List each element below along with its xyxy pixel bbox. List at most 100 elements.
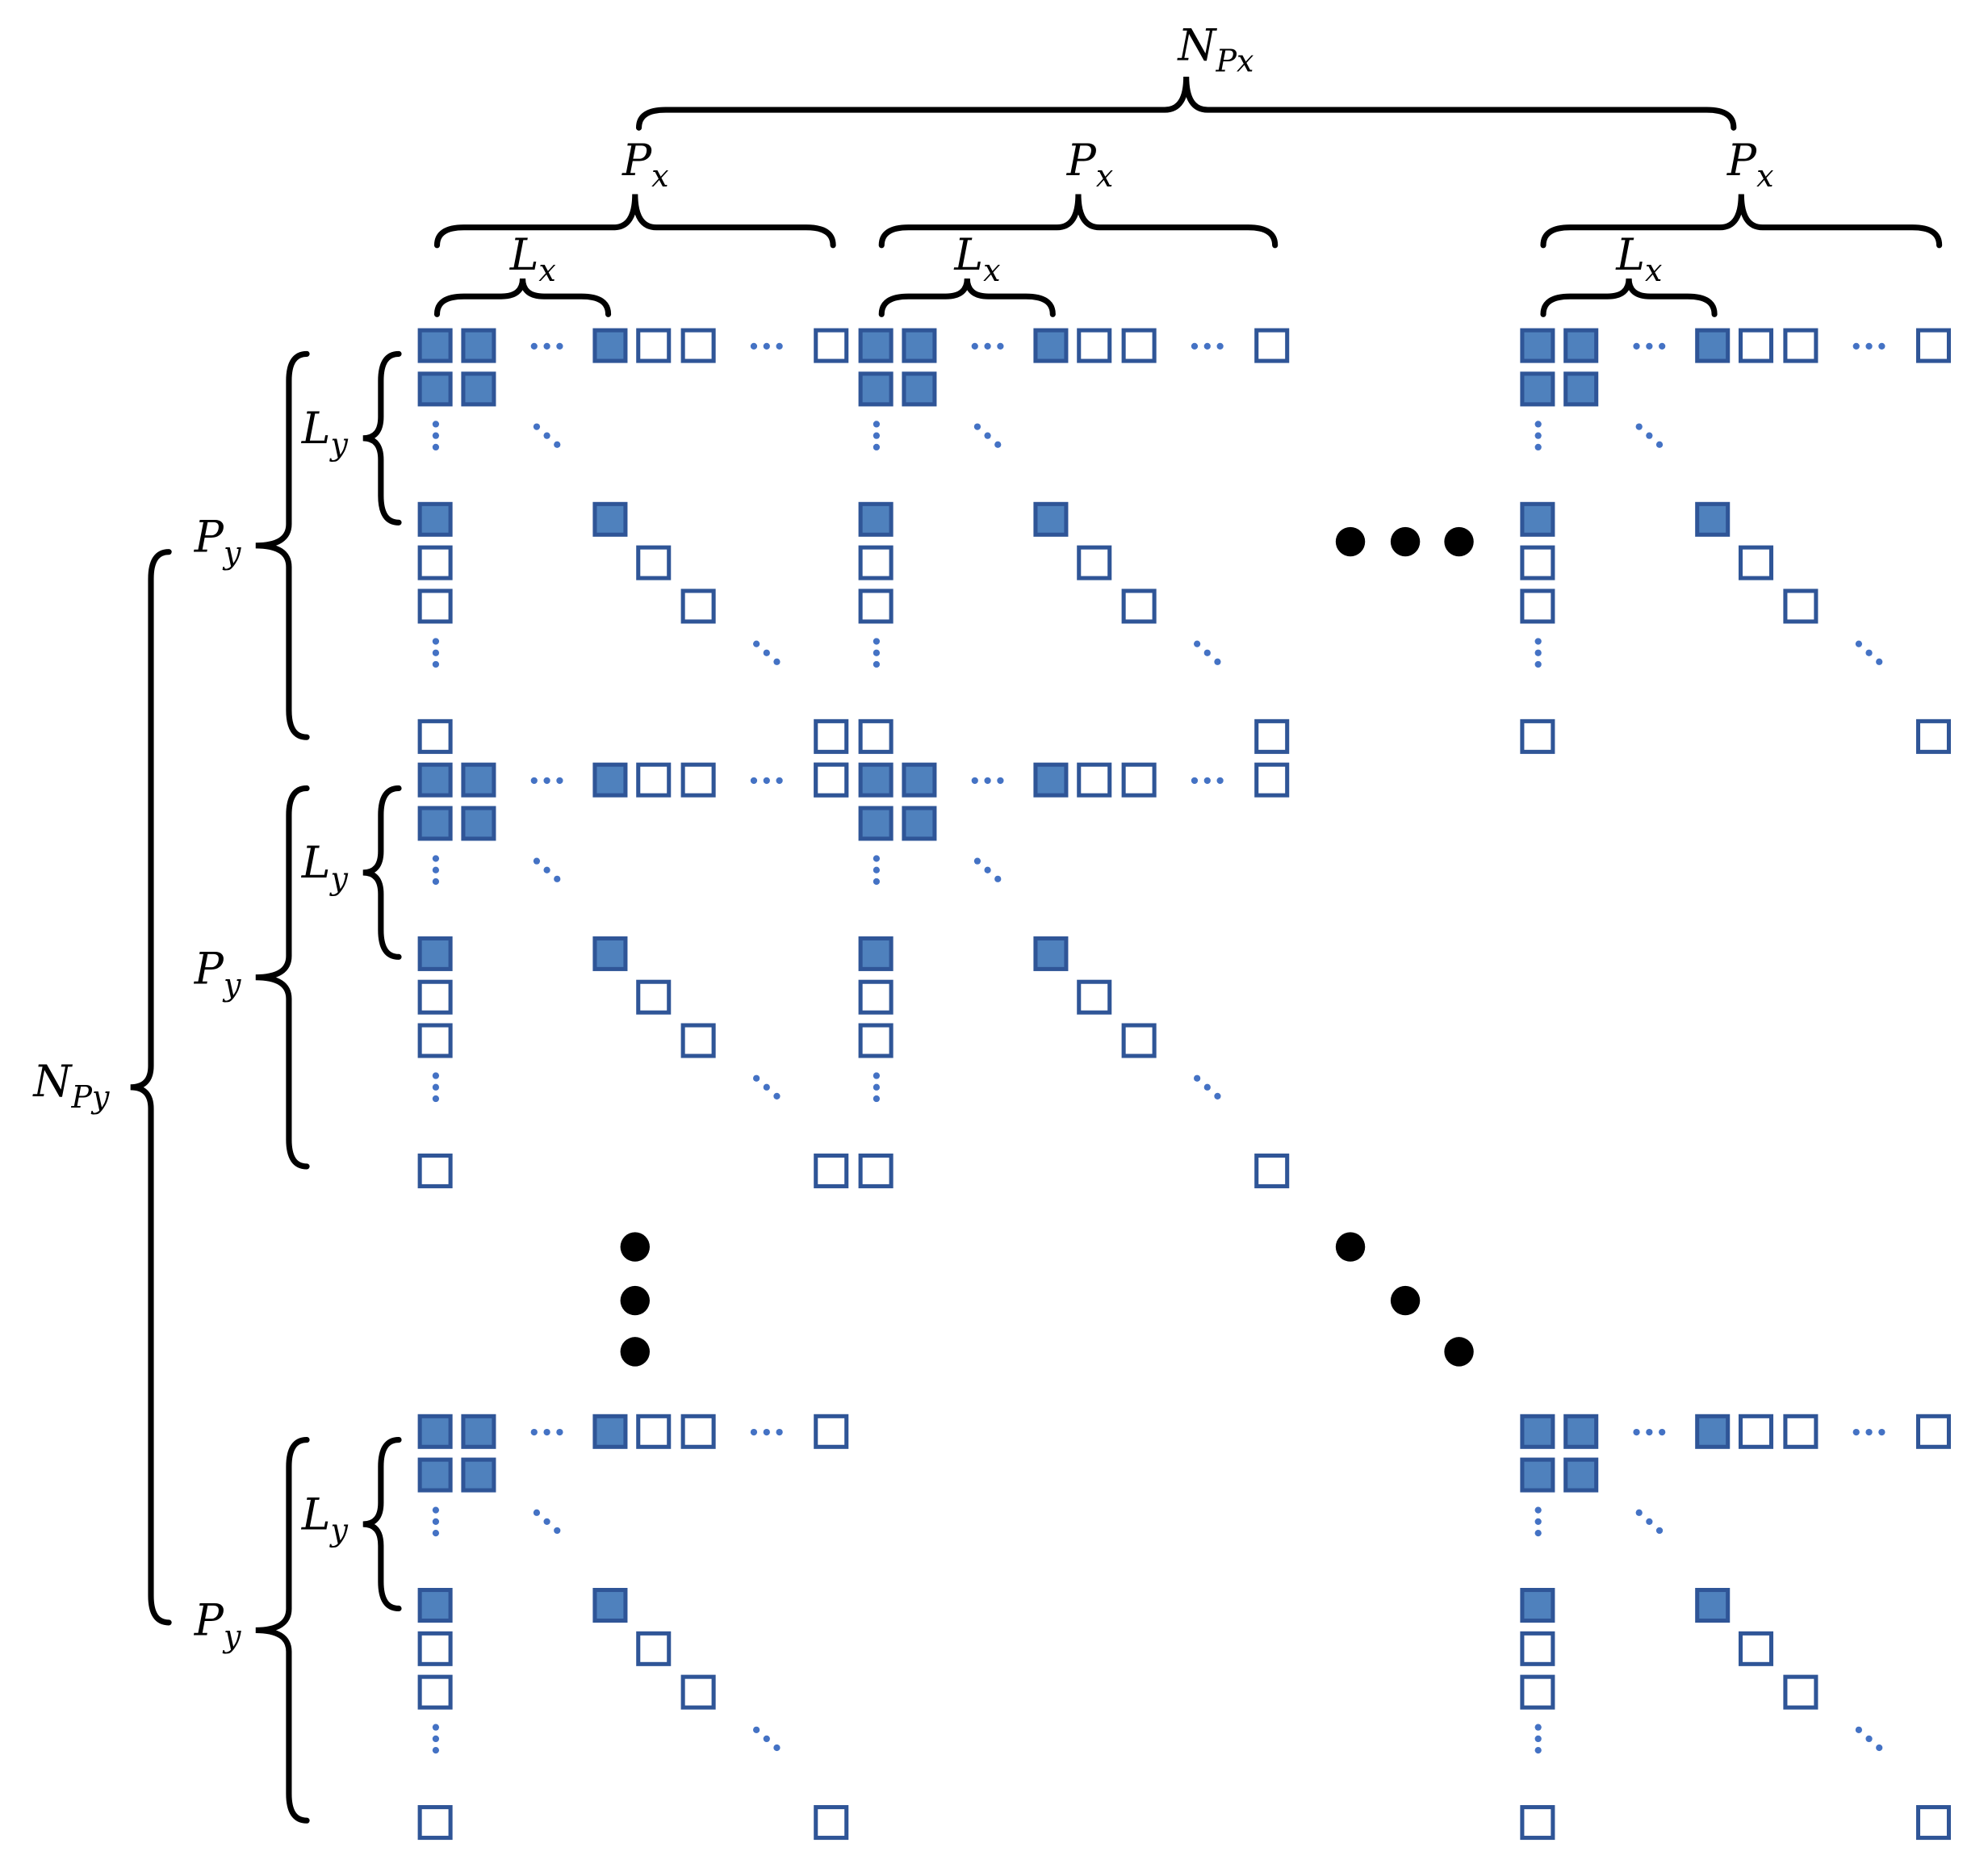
empty-cell (1915, 328, 1952, 363)
label-main: P (1066, 135, 1097, 186)
filled-cell (417, 501, 453, 537)
vertical-ellipsis-dot (432, 649, 440, 656)
label-main: P (194, 944, 224, 995)
lx-label: Lx (953, 229, 1000, 288)
filled-cell (1520, 328, 1555, 363)
filled-cell (417, 936, 453, 971)
filled-cell (1695, 501, 1731, 537)
empty-cell (636, 545, 672, 580)
empty-cell (1121, 328, 1157, 363)
filled-cell (592, 936, 628, 971)
horizontal-ellipsis-dot (1633, 1428, 1640, 1436)
vertical-ellipsis-dot (432, 443, 440, 451)
filled-cell (858, 936, 894, 971)
empty-cell (1783, 328, 1818, 363)
vertical-ellipsis-dot (432, 421, 440, 428)
horizontal-ellipsis-dot (1216, 342, 1224, 350)
empty-cell (636, 328, 672, 363)
py-brace (255, 1437, 310, 1824)
empty-cell (1121, 762, 1157, 798)
empty-cell (858, 545, 894, 580)
py-label: Py (194, 512, 241, 571)
empty-cell (1077, 762, 1112, 798)
lx-label: Lx (509, 229, 556, 288)
diagonal-ellipsis-dot (1214, 658, 1221, 665)
px-brace (433, 194, 836, 249)
filled-cell (1695, 1588, 1731, 1623)
diagonal-ellipsis-dot (1876, 658, 1883, 665)
horizontal-ellipsis-dot (1191, 777, 1199, 785)
filled-cell (858, 371, 894, 407)
vertical-ellipsis-dot (1534, 649, 1542, 656)
horizontal-ellipsis-dot (776, 342, 783, 350)
horizontal-ellipsis-dot (556, 1428, 563, 1436)
empty-cell (680, 328, 716, 363)
horizontal-ellipsis-dot (543, 1428, 550, 1436)
horizontal-ellipsis-dot (984, 342, 991, 350)
horizontal-ellipsis-dot (1646, 342, 1653, 350)
empty-cell (1520, 1805, 1555, 1841)
py-brace (255, 785, 310, 1170)
diagonal-ellipsis-dot (763, 1735, 770, 1743)
diagonal-ellipsis-dot (533, 857, 541, 865)
vertical-ellipsis-dot (1534, 443, 1542, 451)
ly-label: Ly (301, 1489, 349, 1548)
vertical-ellipsis-dot (432, 1095, 440, 1103)
diagonal-ellipsis-dot (543, 1518, 550, 1525)
label-main: N (31, 1056, 73, 1107)
label-main: L (301, 1489, 331, 1539)
filled-cell (902, 762, 937, 798)
vertical-ellipsis-dot (432, 1518, 440, 1525)
diagonal-ellipsis-dot (533, 1509, 541, 1516)
horizontal-ellipsis-dot (1865, 342, 1873, 350)
empty-cell (1254, 762, 1290, 798)
filled-cell (1695, 1414, 1731, 1449)
diagonal-ellipsis-dot (1855, 640, 1863, 647)
horizontal-ellipsis-dot (776, 777, 783, 785)
empty-cell (814, 1153, 849, 1188)
empty-cell (417, 545, 453, 580)
horizontal-ellipsis-dot (1659, 342, 1666, 350)
horizontal-ellipsis-dot (1852, 342, 1860, 350)
empty-cell (814, 762, 849, 798)
label-main: P (194, 1595, 224, 1646)
horizontal-ellipsis-dot (971, 777, 978, 785)
label-subscript: y (329, 1513, 348, 1548)
filled-cell (858, 762, 894, 798)
tile-row1-col2 (858, 328, 1290, 754)
empty-cell (1077, 979, 1112, 1015)
horizontal-ellipsis-dot (1878, 342, 1885, 350)
horizontal-ellipsis-dot (1865, 1428, 1873, 1436)
big-horizontal-ellipsis-dot (1390, 526, 1421, 557)
big-diagonal-ellipsis-dot (1390, 1285, 1421, 1316)
empty-cell (1738, 1414, 1774, 1449)
diagonal-ellipsis-dot (1865, 649, 1873, 656)
diagonal-ellipsis-dot (1203, 1083, 1211, 1091)
filled-cell (1695, 328, 1731, 363)
horizontal-ellipsis-dot (556, 777, 563, 785)
py-label: Py (194, 944, 241, 1003)
px-label: Px (1066, 135, 1114, 194)
empty-cell (417, 1631, 453, 1666)
horizontal-ellipsis-dot (1659, 1428, 1666, 1436)
diagonal-ellipsis-dot (773, 1744, 781, 1752)
filled-cell (592, 328, 628, 363)
filled-cell (1520, 1457, 1555, 1493)
label-main: L (1615, 229, 1645, 280)
vertical-ellipsis-dot (1534, 638, 1542, 645)
py-label: Py (194, 1595, 241, 1654)
vertical-ellipsis-dot (432, 1529, 440, 1537)
label-subscript: y (329, 861, 348, 896)
filled-cell (417, 371, 453, 407)
empty-cell (858, 979, 894, 1015)
vertical-ellipsis-dot (432, 660, 440, 668)
diagonal-ellipsis-dot (763, 649, 770, 656)
filled-cell (461, 1414, 496, 1449)
diagonal-ellipsis-dot (554, 1527, 561, 1535)
vertical-ellipsis-dot (432, 866, 440, 873)
horizontal-ellipsis-dot (971, 342, 978, 350)
filled-cell (1033, 936, 1069, 971)
vertical-ellipsis-dot (1534, 1506, 1542, 1514)
empty-cell (636, 1414, 672, 1449)
